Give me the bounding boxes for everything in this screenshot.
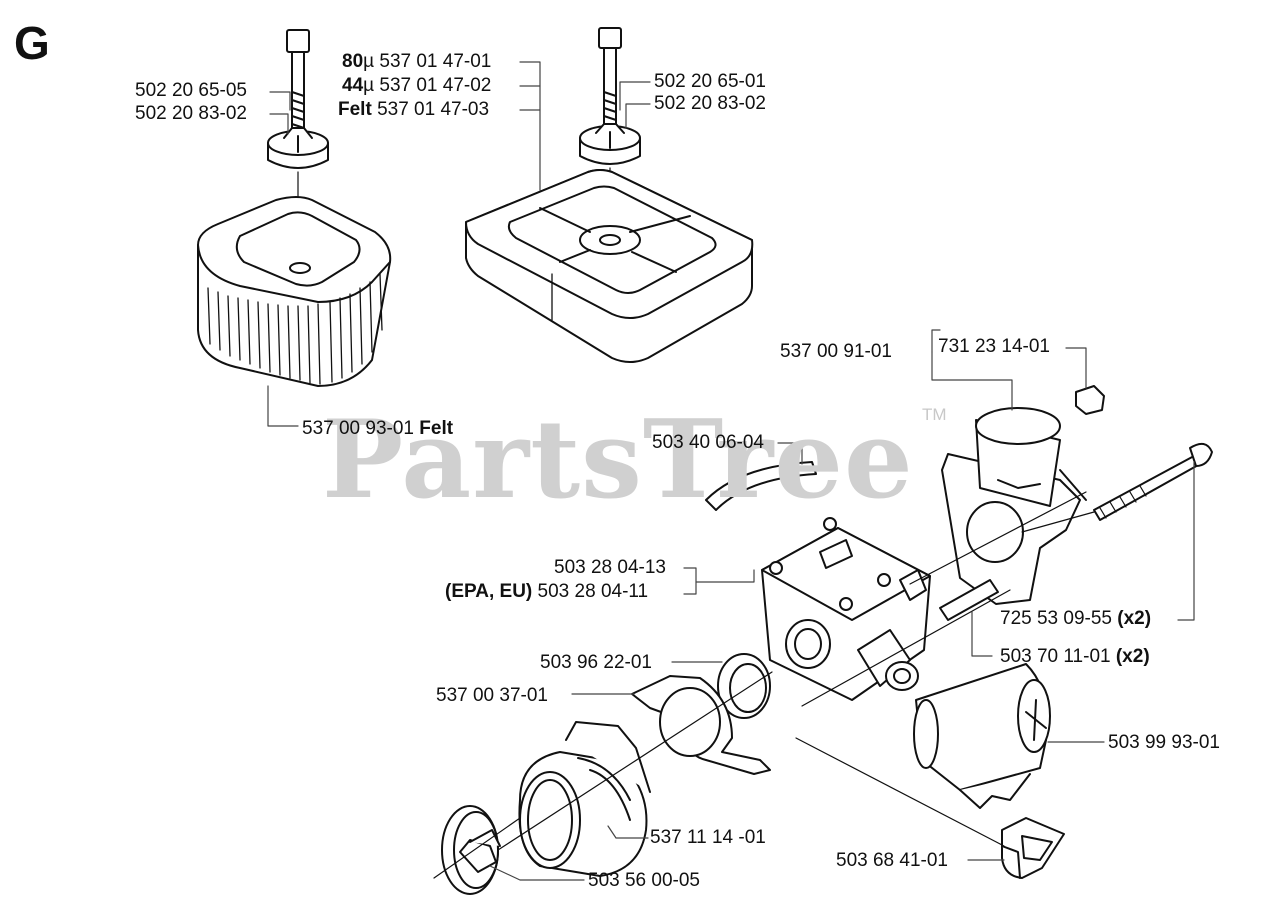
bolt-right-drawing [598, 27, 622, 129]
small-nut-drawing [1075, 385, 1105, 415]
filter-felt-number: 537 01 47-03 [377, 99, 490, 120]
carburetor-epa-number: 503 28 04-11 [537, 581, 649, 602]
label-clamp[interactable]: 503 56 00-05 [588, 870, 700, 891]
watermark-brand: PartsTree [322, 397, 914, 523]
bolt-left-drawing [286, 29, 310, 131]
label-filter-element[interactable]: 537 00 93-01 Felt [302, 418, 453, 440]
filter-44-unit: µ [363, 75, 375, 96]
carburetor-drawing [761, 517, 931, 701]
label-bolt-right[interactable]: 502 20 65-01 [654, 71, 766, 92]
label-intake-adapter[interactable]: 537 00 91-01 [780, 341, 892, 362]
label-carburetor-epa[interactable]: (EPA, EU) 503 28 04-11 [445, 581, 648, 603]
filter-element-suffix: Felt [419, 418, 454, 439]
filter-44-number: 537 01 47-02 [379, 75, 492, 96]
label-screw-long[interactable]: 725 53 09-55 (x2) [1000, 608, 1151, 630]
label-boot[interactable]: 537 11 14 -01 [650, 827, 766, 848]
boot-drawing [518, 721, 651, 877]
sleeve-drawing [939, 579, 999, 621]
label-bolt-left[interactable]: 502 20 65-05 [135, 80, 247, 101]
label-nut-small[interactable]: 731 23 14-01 [938, 336, 1050, 357]
wing-nut-right-drawing [579, 123, 641, 165]
label-filter-44[interactable]: 44µ 537 01 47-02 [342, 75, 491, 97]
filter-element-number: 537 00 93-01 [302, 418, 414, 439]
label-sleeve[interactable]: 503 70 11-01 (x2) [1000, 646, 1150, 668]
label-ring[interactable]: 503 96 22-01 [540, 652, 652, 673]
label-choke[interactable]: 503 68 41-01 [836, 850, 948, 871]
filter-44-grade: 44 [342, 75, 364, 96]
label-filter-felt[interactable]: Felt 537 01 47-03 [338, 99, 489, 121]
long-screw-drawing [1093, 442, 1213, 521]
filter-80-unit: µ [363, 51, 375, 72]
label-fuel-hose[interactable]: 503 40 06-04 [652, 432, 764, 453]
screw-long-qty: (x2) [1117, 608, 1152, 629]
screw-long-number: 725 53 09-55 [1000, 608, 1112, 629]
section-letter: G [14, 17, 50, 69]
flange-drawing [631, 675, 771, 775]
label-filter-tube[interactable]: 503 99 93-01 [1108, 732, 1220, 753]
choke-drawing [1001, 817, 1065, 879]
filter-element-drawing [197, 196, 392, 387]
intake-adapter-drawing [941, 407, 1087, 605]
filter-felt-grade: Felt [338, 99, 372, 120]
label-carburetor[interactable]: 503 28 04-13 [554, 557, 666, 578]
label-filter-80[interactable]: 80µ 537 01 47-01 [342, 51, 491, 73]
fuel-hose-drawing [705, 461, 817, 511]
filter-80-grade: 80 [342, 51, 364, 72]
clamp-drawing [441, 805, 501, 895]
label-nut-right[interactable]: 502 20 83-02 [654, 93, 766, 114]
watermark-trademark: TM [922, 405, 947, 424]
label-flange[interactable]: 537 00 37-01 [436, 685, 548, 706]
wing-nut-left-drawing [267, 127, 329, 169]
filter-tube-drawing [913, 663, 1051, 809]
label-nut-left[interactable]: 502 20 83-02 [135, 103, 247, 124]
sleeve-number: 503 70 11-01 [1000, 646, 1111, 667]
carburetor-epa-prefix: (EPA, EU) [445, 581, 533, 602]
filter-80-number: 537 01 47-01 [379, 51, 492, 72]
sleeve-qty: (x2) [1115, 646, 1150, 667]
air-filter-cover-drawing [465, 169, 754, 363]
